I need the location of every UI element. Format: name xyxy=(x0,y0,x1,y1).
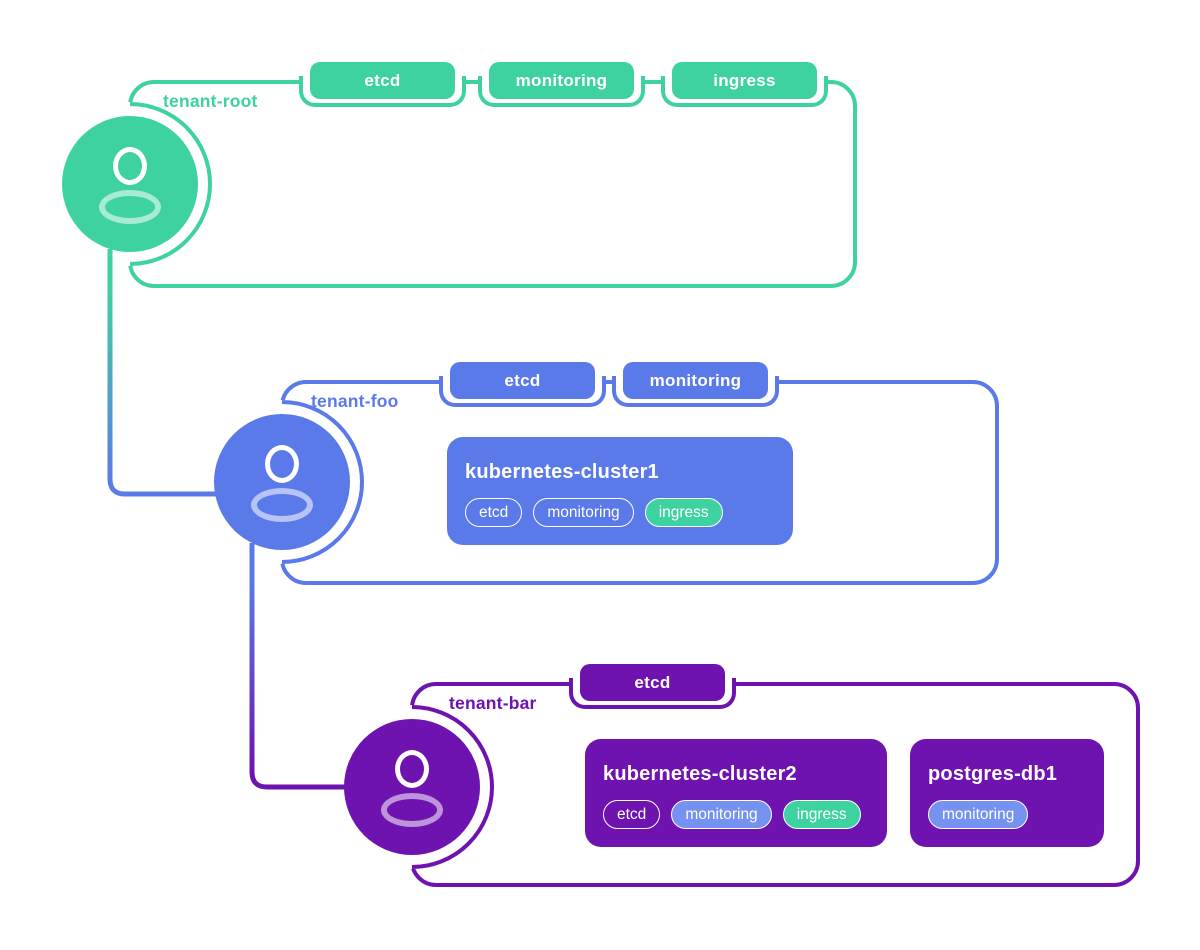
tenant-root-avatar xyxy=(62,116,198,252)
tag-label: monitoring xyxy=(623,362,768,399)
tenant-foo-avatar xyxy=(214,414,350,550)
cluster-card-postgres-db1: postgres-db1 monitoring xyxy=(910,739,1104,847)
cluster-chip-row: monitoring xyxy=(928,800,1086,829)
tag-label: etcd xyxy=(580,664,725,701)
tenant-bar-avatar-group xyxy=(330,705,494,869)
tenant-root-tag-monitoring: monitoring xyxy=(478,62,645,107)
tenant-box-bar: tenant-bar etcd kubernetes-cluster2 etcd… xyxy=(330,664,1140,887)
tag-label: etcd xyxy=(450,362,595,399)
chip-monitoring: monitoring xyxy=(533,498,634,527)
tenant-foo-tag-monitoring: monitoring xyxy=(612,362,779,407)
cluster-card-kubernetes-cluster2: kubernetes-cluster2 etcd monitoring ingr… xyxy=(585,739,887,847)
cluster-chip-row: etcd monitoring ingress xyxy=(603,800,869,829)
chip-etcd: etcd xyxy=(465,498,523,527)
chip-ingress: ingress xyxy=(644,498,723,527)
cluster-card-kubernetes-cluster1: kubernetes-cluster1 etcd monitoring ingr… xyxy=(447,437,793,545)
cluster-title: kubernetes-cluster1 xyxy=(465,461,659,483)
tenant-root-avatar-group xyxy=(48,102,212,266)
cluster-chip-row: etcd monitoring ingress xyxy=(465,498,775,527)
chip-etcd: etcd xyxy=(603,800,661,829)
tenant-bar-avatar xyxy=(344,719,480,855)
tenant-box-root: tenant-root etcd monitoring ingress xyxy=(48,62,857,288)
person-icon-head xyxy=(113,147,147,185)
tenant-bar-tag-etcd: etcd xyxy=(569,664,736,709)
tenant-root-tag-etcd: etcd xyxy=(299,62,466,107)
person-icon-body xyxy=(99,190,161,224)
person-icon-head xyxy=(265,445,299,483)
chip-monitoring: monitoring xyxy=(671,800,772,829)
chip-ingress: ingress xyxy=(782,800,861,829)
tag-label: etcd xyxy=(310,62,455,99)
tenant-root-tag-ingress: ingress xyxy=(661,62,828,107)
person-icon-body xyxy=(251,488,313,522)
cluster-title: postgres-db1 xyxy=(928,763,1058,785)
person-icon-head xyxy=(395,750,429,788)
tenant-foo-avatar-group xyxy=(200,400,364,564)
tenant-box-foo: tenant-foo etcd monitoring kubernetes-cl… xyxy=(200,362,999,585)
tag-label: monitoring xyxy=(489,62,634,99)
tenant-foo-tag-etcd: etcd xyxy=(439,362,606,407)
person-icon-body xyxy=(381,793,443,827)
tag-label: ingress xyxy=(672,62,817,99)
chip-monitoring: monitoring xyxy=(928,800,1029,829)
cluster-title: kubernetes-cluster2 xyxy=(603,763,797,785)
